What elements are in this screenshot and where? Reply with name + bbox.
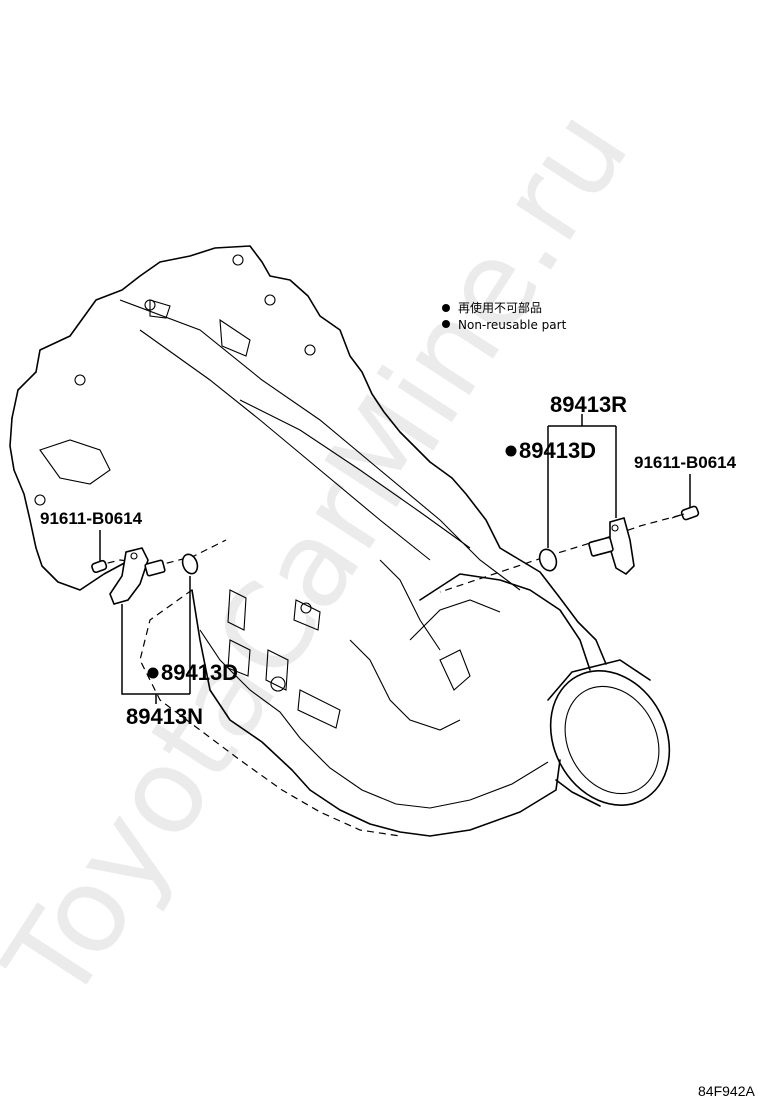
o-ring-right-icon	[538, 548, 558, 572]
label-89413D-left: 89413D	[161, 660, 238, 685]
speed-sensor-rear-icon	[588, 517, 635, 576]
legend-line-1: 再使用不可部品	[458, 300, 542, 315]
o-ring-left-icon	[181, 553, 199, 575]
legend-bullet-icon	[442, 304, 450, 312]
bolt-left-icon	[91, 559, 108, 574]
label-91611-B0614-left: 91611-B0614	[40, 509, 143, 528]
legend-bullet-icon	[442, 320, 450, 328]
speed-sensor-front-icon	[109, 547, 166, 605]
install-axis-right	[439, 511, 693, 593]
non-reusable-marker-icon	[505, 445, 517, 457]
legend-line-2: Non-reusable part	[458, 318, 567, 332]
output-flange	[547, 659, 671, 807]
non-reusable-marker-icon	[147, 667, 159, 679]
leader-89413N	[121, 576, 191, 695]
transmission-housing	[9, 245, 607, 837]
diagram-code: 84F942A	[698, 1083, 755, 1099]
label-91611-B0614-right: 91611-B0614	[634, 453, 737, 472]
watermark: ToyotaCarMine.ru	[0, 86, 655, 1027]
bolt-right-icon	[671, 505, 700, 521]
label-89413R: 89413R	[550, 392, 627, 417]
label-89413D-right: 89413D	[519, 438, 596, 463]
label-89413N: 89413N	[126, 704, 203, 729]
